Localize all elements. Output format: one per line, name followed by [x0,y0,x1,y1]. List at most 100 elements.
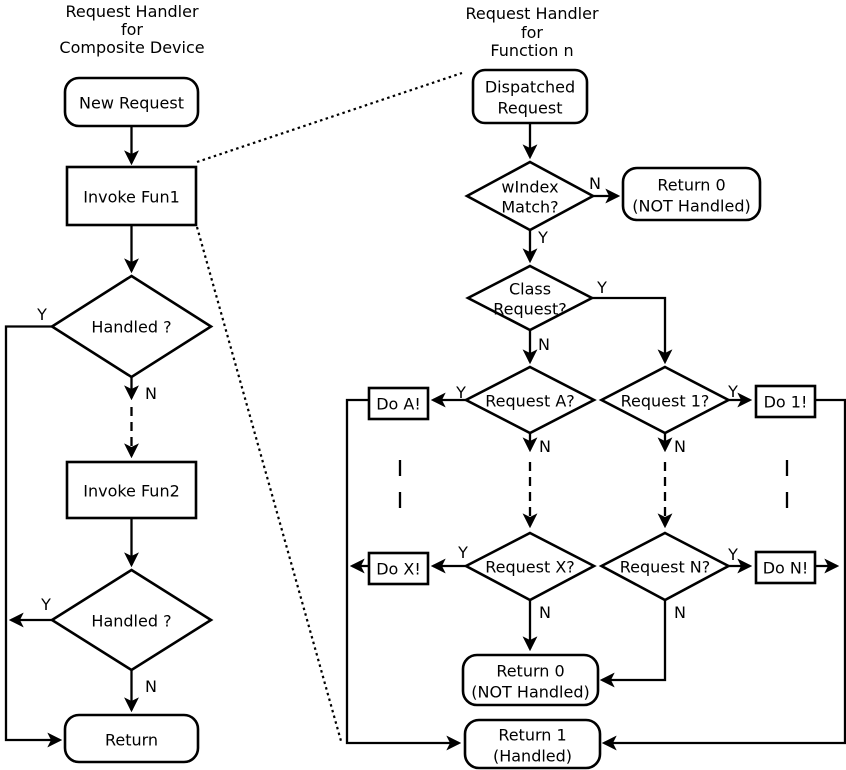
request-n-label: Request N? [620,558,711,577]
node-handled-2: Handled ? [49,568,214,672]
return-1-label-line-2: (Handled) [493,747,572,766]
request-a-diamond [463,365,597,435]
return-1-label-line-1: Return 1 [498,726,566,745]
node-return-0-top: Return 0 (NOT Handled) [621,166,762,222]
do-x-box [367,551,430,586]
label-request-n-yes: Y [727,545,738,564]
label-windex-no: N [589,174,601,193]
return-0-bottom-label-line-1: Return 0 [496,662,564,681]
class-request-label-line-1: Class [509,280,551,299]
right-chart-title: Request Handler for Function n [465,4,599,60]
label-windex-yes: Y [537,228,548,247]
node-invoke-fun2: Invoke Fun2 [65,460,198,520]
request-n-diamond [598,531,732,602]
right-title-line-1: Request Handler [465,4,599,23]
do-x-label: Do X! [376,560,421,579]
edge-do-a-to-return-1 [345,398,462,751]
label-request-1-no: N [674,437,686,456]
handled-1-diamond [49,274,214,379]
windex-match-label-line-1: wIndex [501,178,558,197]
label-handled-2-no: N [145,677,157,696]
node-do-n: Do N! [754,550,817,585]
invoke-fun1-label: Invoke Fun1 [83,188,180,207]
request-1-diamond [598,365,732,435]
node-dispatched-request: Dispatched Request [471,68,589,125]
node-do-1: Do 1! [754,384,817,419]
invoke-fun1-box [65,165,198,227]
return-0-bottom-box [461,653,600,707]
node-request-x: Request X? [463,531,597,602]
dispatched-request-label-line-2: Request [498,99,563,118]
handled-1-label: Handled ? [91,318,171,337]
label-request-a-yes: Y [455,383,466,402]
label-request-x-yes: Y [457,543,468,562]
windex-match-diamond [464,160,596,232]
return-0-top-label-line-2: (NOT Handled) [632,197,750,216]
left-chart-title: Request Handler for Composite Device [59,2,204,57]
node-do-a: Do A! [367,386,430,421]
label-request-n-no: N [674,603,686,622]
label-handled-1-yes: Y [36,305,47,324]
label-class-yes: Y [596,278,607,297]
label-class-no: N [538,335,550,354]
node-return-1: Return 1 (Handled) [463,718,602,770]
node-new-request: New Request [63,76,200,128]
do-n-label: Do N! [763,559,809,578]
right-title-line-2: for [521,23,543,42]
node-class-request: Class Request? [465,264,595,332]
request-a-label: Request A? [485,392,575,411]
do-a-box [367,386,430,421]
handled-2-diamond [49,568,214,672]
do-1-label: Do 1! [764,393,808,412]
label-handled-1-no: N [145,384,157,403]
new-request-box [63,76,200,128]
class-request-diamond [465,264,595,332]
left-flowchart: Request Handler for Composite Device New… [4,2,214,764]
label-handled-2-yes: Y [40,595,51,614]
node-windex-match: wIndex Match? [464,160,596,232]
node-request-a: Request A? [463,365,597,435]
request-1-label: Request 1? [621,392,710,411]
class-request-label-line-2: Request? [493,300,566,319]
dispatched-request-label-line-1: Dispatched [485,78,575,97]
left-title-line-3: Composite Device [59,38,204,57]
right-title-line-3: Function n [490,41,573,60]
return-0-bottom-label-line-2: (NOT Handled) [471,683,589,702]
request-x-label: Request X? [485,558,575,577]
node-return: Return [63,713,200,764]
edge-do-1-to-return-1 [601,398,846,751]
left-title-line-1: Request Handler [65,2,199,21]
do-a-label: Do A! [376,395,421,414]
do-1-box [754,384,817,419]
label-request-1-yes: Y [727,382,738,401]
right-flowchart: Request Handler for Function n Dispatche… [345,4,846,770]
return-0-top-box [621,166,762,222]
magnifier-line-top [196,71,463,164]
edge-request-n-no-to-return-0-bottom [599,600,667,688]
invoke-fun2-label: Invoke Fun2 [83,482,180,501]
node-request-1: Request 1? [598,365,732,435]
magnifier-dotted-lines [195,71,463,742]
node-do-x: Do X! [367,551,430,586]
left-title-line-2: for [121,20,143,39]
return-0-top-label-line-1: Return 0 [657,176,725,195]
edge-handled-1-yes-to-return [4,325,63,748]
node-request-n: Request N? [598,531,732,602]
return-label: Return [105,731,158,750]
return-1-box [463,718,602,770]
dispatched-request-box [471,68,589,125]
windex-match-label-line-2: Match? [501,198,558,217]
request-x-diamond [463,531,597,602]
edge-class-yes-to-request-1 [592,296,673,365]
node-return-0-bottom: Return 0 (NOT Handled) [461,653,600,707]
magnifier-line-bottom [195,226,343,742]
invoke-fun2-box [65,460,198,520]
label-request-a-no: N [539,437,551,456]
new-request-label: New Request [79,94,184,113]
return-box [63,713,200,764]
handled-2-label: Handled ? [91,612,171,631]
do-n-box [754,550,817,585]
node-handled-1: Handled ? [49,274,214,379]
node-invoke-fun1: Invoke Fun1 [65,165,198,227]
